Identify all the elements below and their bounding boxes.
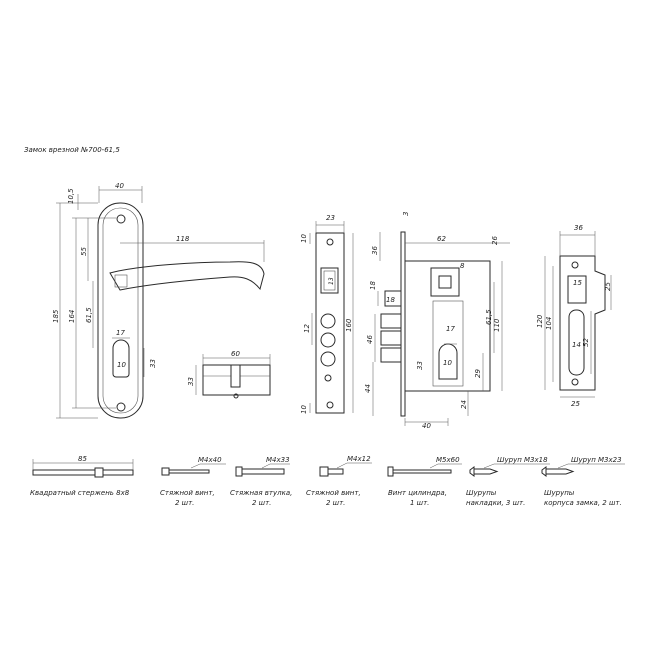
dim-body-10: 10 xyxy=(443,359,452,367)
dim-body-18b: 18 xyxy=(386,296,395,304)
dim-strike-25a: 25 xyxy=(604,282,612,291)
dim-handle-length: 118 xyxy=(176,235,190,243)
dim-front-bottom10: 10 xyxy=(300,405,308,414)
part-woodscrew-m3x23-label2: корпуса замка, 2 шт. xyxy=(544,499,622,507)
dim-front-latch13: 13 xyxy=(328,277,335,285)
dim-body-24: 24 xyxy=(460,400,468,409)
dim-handle-55: 55 xyxy=(80,247,88,256)
part-spindle-label: Квадратный стержень 8x8 xyxy=(30,489,130,497)
part-woodscrew-m3x23-label1: Шурупы xyxy=(544,489,575,497)
part-screw-m4x40-label1: Стяжной винт, xyxy=(160,489,215,497)
dim-body-17: 17 xyxy=(446,325,455,333)
part-screw-m4x40-size: M4x40 xyxy=(198,456,222,464)
part-screw-m4x12-size: M4x12 xyxy=(347,455,371,463)
dim-body-3: 3 xyxy=(402,212,410,216)
dim-body-46: 46 xyxy=(366,335,374,344)
lock-front-view: 23 10 10 12 160 13 xyxy=(300,214,354,414)
dim-body-40: 40 xyxy=(422,422,431,430)
part-spindle-size: 85 xyxy=(78,455,87,463)
drawing-title: Замок врезной №700-61,5 xyxy=(24,146,120,154)
dim-handle-17: 17 xyxy=(116,329,125,337)
dim-body-33: 33 xyxy=(416,361,424,370)
part-screw-m5x60-label2: 1 шт. xyxy=(410,499,429,507)
dim-strike-15: 15 xyxy=(573,279,582,287)
part-sleeve-label2: 2 шт. xyxy=(252,499,271,507)
dim-front-12: 12 xyxy=(303,324,311,333)
dim-cylinder-height: 33 xyxy=(187,377,195,386)
part-woodscrew-m3x18: Шуруп M3x18 Шурупы накладки, 3 шт. xyxy=(466,456,550,507)
part-woodscrew-m3x18-label2: накладки, 3 шт. xyxy=(466,499,525,507)
part-screw-m5x60-size: M5x60 xyxy=(436,456,460,464)
dim-body-18a: 18 xyxy=(369,281,377,290)
dim-handle-185: 185 xyxy=(52,309,60,323)
dim-body-36: 36 xyxy=(371,246,379,255)
part-screw-m4x40: M4x40 Стяжной винт, 2 шт. xyxy=(160,456,226,507)
part-screw-m4x40-label2: 2 шт. xyxy=(175,499,194,507)
part-screw-m4x12: M4x12 Стяжной винт, 2 шт. xyxy=(306,455,372,507)
part-screw-m4x12-label1: Стяжной винт, xyxy=(306,489,361,497)
dim-strike-52: 52 xyxy=(582,338,590,347)
dim-strike-14: 14 xyxy=(572,341,581,349)
dim-front-top10: 10 xyxy=(300,234,308,243)
part-woodscrew-m3x18-label1: Шурупы xyxy=(466,489,497,497)
part-screw-m5x60: M5x60 Винт цилиндра, 1 шт. xyxy=(387,456,462,507)
strike-plate-view: 36 15 25 120 104 14 52 25 xyxy=(536,224,612,408)
dim-strike-120: 120 xyxy=(536,314,544,328)
dim-strike-104: 104 xyxy=(545,317,553,330)
part-screw-m5x60-label1: Винт цилиндра, xyxy=(388,489,447,497)
dim-body-44: 44 xyxy=(364,384,372,393)
part-sleeve-label1: Стяжная втулка, xyxy=(230,489,292,497)
dim-handle-width: 40 xyxy=(115,182,124,190)
dim-body-615: 61,5 xyxy=(485,309,493,325)
dim-strike-36: 36 xyxy=(574,224,583,232)
part-woodscrew-m3x23: Шуруп M3x23 Шурупы корпуса замка, 2 шт. xyxy=(541,456,625,507)
dim-body-110: 110 xyxy=(493,318,501,332)
dim-body-26: 26 xyxy=(491,236,499,245)
part-woodscrew-m3x23-size: Шуруп M3x23 xyxy=(571,456,622,464)
part-woodscrew-m3x18-size: Шуруп M3x18 xyxy=(497,456,548,464)
dim-cylinder-length: 60 xyxy=(231,350,240,358)
dim-handle-10: 10 xyxy=(117,361,126,369)
handle-view: 10,5 40 118 55 185 164 61,5 17 10 33 xyxy=(52,182,265,419)
dim-handle-top-offset: 10,5 xyxy=(67,188,75,204)
lock-body-view: 3 62 26 36 8 18 18 61,5 110 46 17 10 33 … xyxy=(364,212,510,430)
dim-handle-33: 33 xyxy=(149,359,157,368)
dim-front-width: 23 xyxy=(326,214,335,222)
dim-handle-164: 164 xyxy=(68,310,76,323)
cylinder-view: 60 33 xyxy=(187,350,271,399)
dim-body-8: 8 xyxy=(460,262,465,270)
part-sleeve-size: M4x33 xyxy=(266,456,290,464)
dim-handle-615: 61,5 xyxy=(85,307,93,323)
part-screw-m4x12-label2: 2 шт. xyxy=(326,499,345,507)
dim-body-29: 29 xyxy=(474,369,482,378)
dim-strike-25b: 25 xyxy=(571,400,580,408)
part-sleeve-m4x33: M4x33 Стяжная втулка, 2 шт. xyxy=(230,456,292,507)
dim-body-62: 62 xyxy=(437,235,446,243)
dim-front-160: 160 xyxy=(345,318,353,332)
part-spindle: 85 Квадратный стержень 8x8 xyxy=(30,455,134,497)
